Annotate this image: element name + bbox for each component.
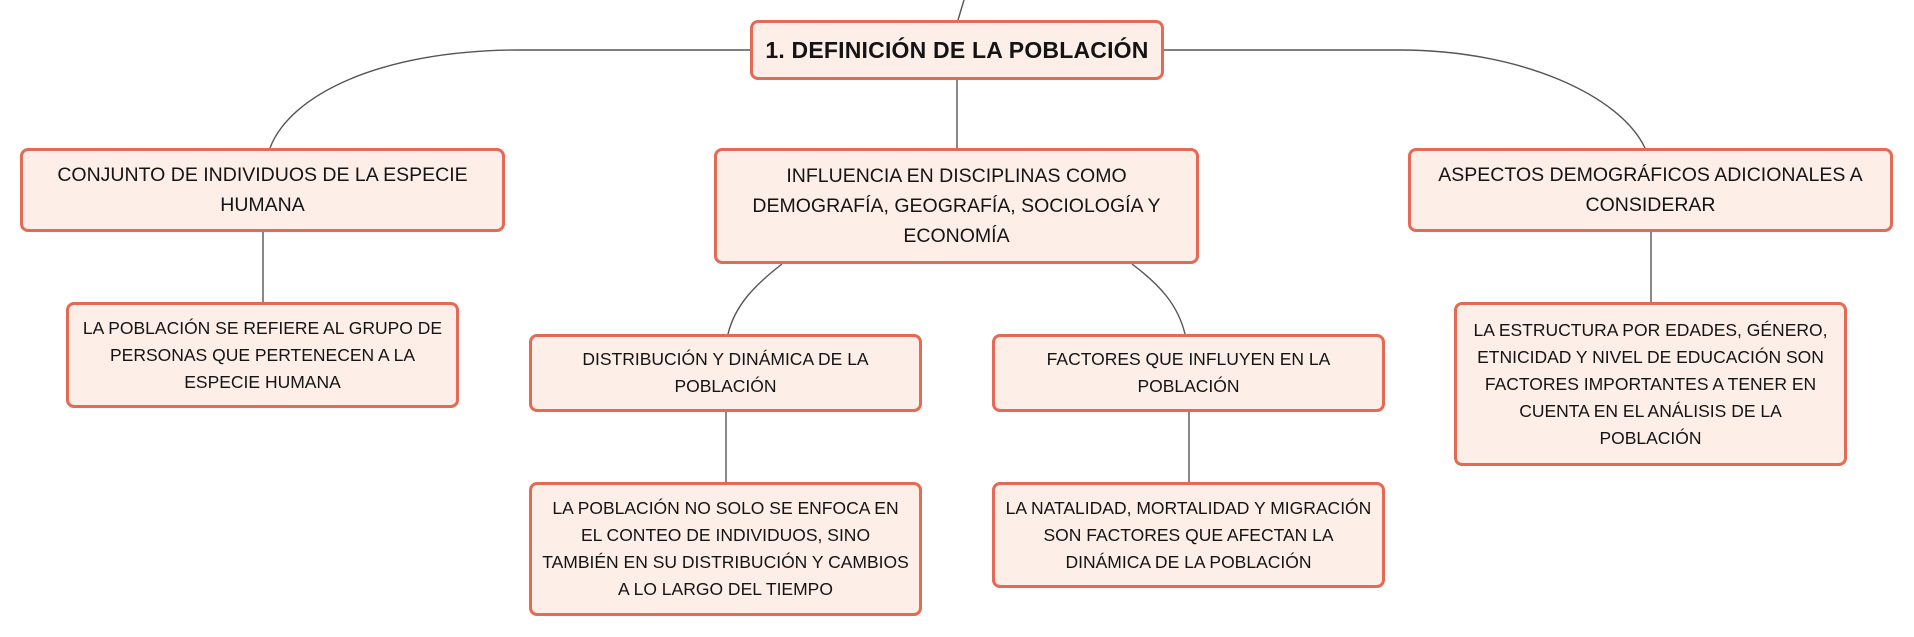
node-label: LA ESTRUCTURA POR EDADES, GÉNERO, ETNICI… [1473,319,1828,448]
node-distribucion-dinamica[interactable]: DISTRIBUCIÓN Y DINÁMICA DE LA POBLACIÓN [529,334,922,412]
node-natalidad-mortalidad[interactable]: LA NATALIDAD, MORTALIDAD Y MIGRACIÓN SON… [992,482,1385,588]
node-label: LA POBLACIÓN NO SOLO SE ENFOCA EN EL CON… [542,498,909,599]
node-conjunto-individuos[interactable]: CONJUNTO DE INDIVIDUOS DE LA ESPECIE HUM… [20,148,505,232]
node-label: DISTRIBUCIÓN Y DINÁMICA DE LA POBLACIÓN [582,349,869,396]
node-conteo-distribucion[interactable]: LA POBLACIÓN NO SOLO SE ENFOCA EN EL CON… [529,482,922,616]
node-label: ASPECTOS DEMOGRÁFICOS ADICIONALES A CONS… [1438,164,1863,216]
node-influencia-disciplinas[interactable]: INFLUENCIA EN DISCIPLINAS COMO DEMOGRAFÍ… [714,148,1199,264]
node-label: INFLUENCIA EN DISCIPLINAS COMO DEMOGRAFÍ… [752,165,1161,247]
node-label: LA NATALIDAD, MORTALIDAD Y MIGRACIÓN SON… [1005,497,1372,572]
node-label: FACTORES QUE INFLUYEN EN LA POBLACIÓN [1046,349,1331,396]
node-aspectos-demograficos[interactable]: ASPECTOS DEMOGRÁFICOS ADICIONALES A CONS… [1408,148,1893,232]
connector-center-distribution [727,263,783,335]
node-poblacion-grupo-personas[interactable]: LA POBLACIÓN SE REFIERE AL GRUPO DE PERS… [66,302,459,408]
connector-root-left [269,49,750,149]
node-estructura-edades[interactable]: LA ESTRUCTURA POR EDADES, GÉNERO, ETNICI… [1454,302,1847,466]
node-label: LA POBLACIÓN SE REFIERE AL GRUPO DE PERS… [82,317,443,392]
root-node-label: 1. DEFINICIÓN DE LA POBLACIÓN [765,36,1149,63]
connector-root-right [1164,49,1646,149]
node-label: CONJUNTO DE INDIVIDUOS DE LA ESPECIE HUM… [57,164,468,216]
connector-center-factors [1131,263,1186,335]
connector-top-stub [957,0,965,21]
node-factores-influyen[interactable]: FACTORES QUE INFLUYEN EN LA POBLACIÓN [992,334,1385,412]
root-node[interactable]: 1. DEFINICIÓN DE LA POBLACIÓN [750,20,1164,80]
